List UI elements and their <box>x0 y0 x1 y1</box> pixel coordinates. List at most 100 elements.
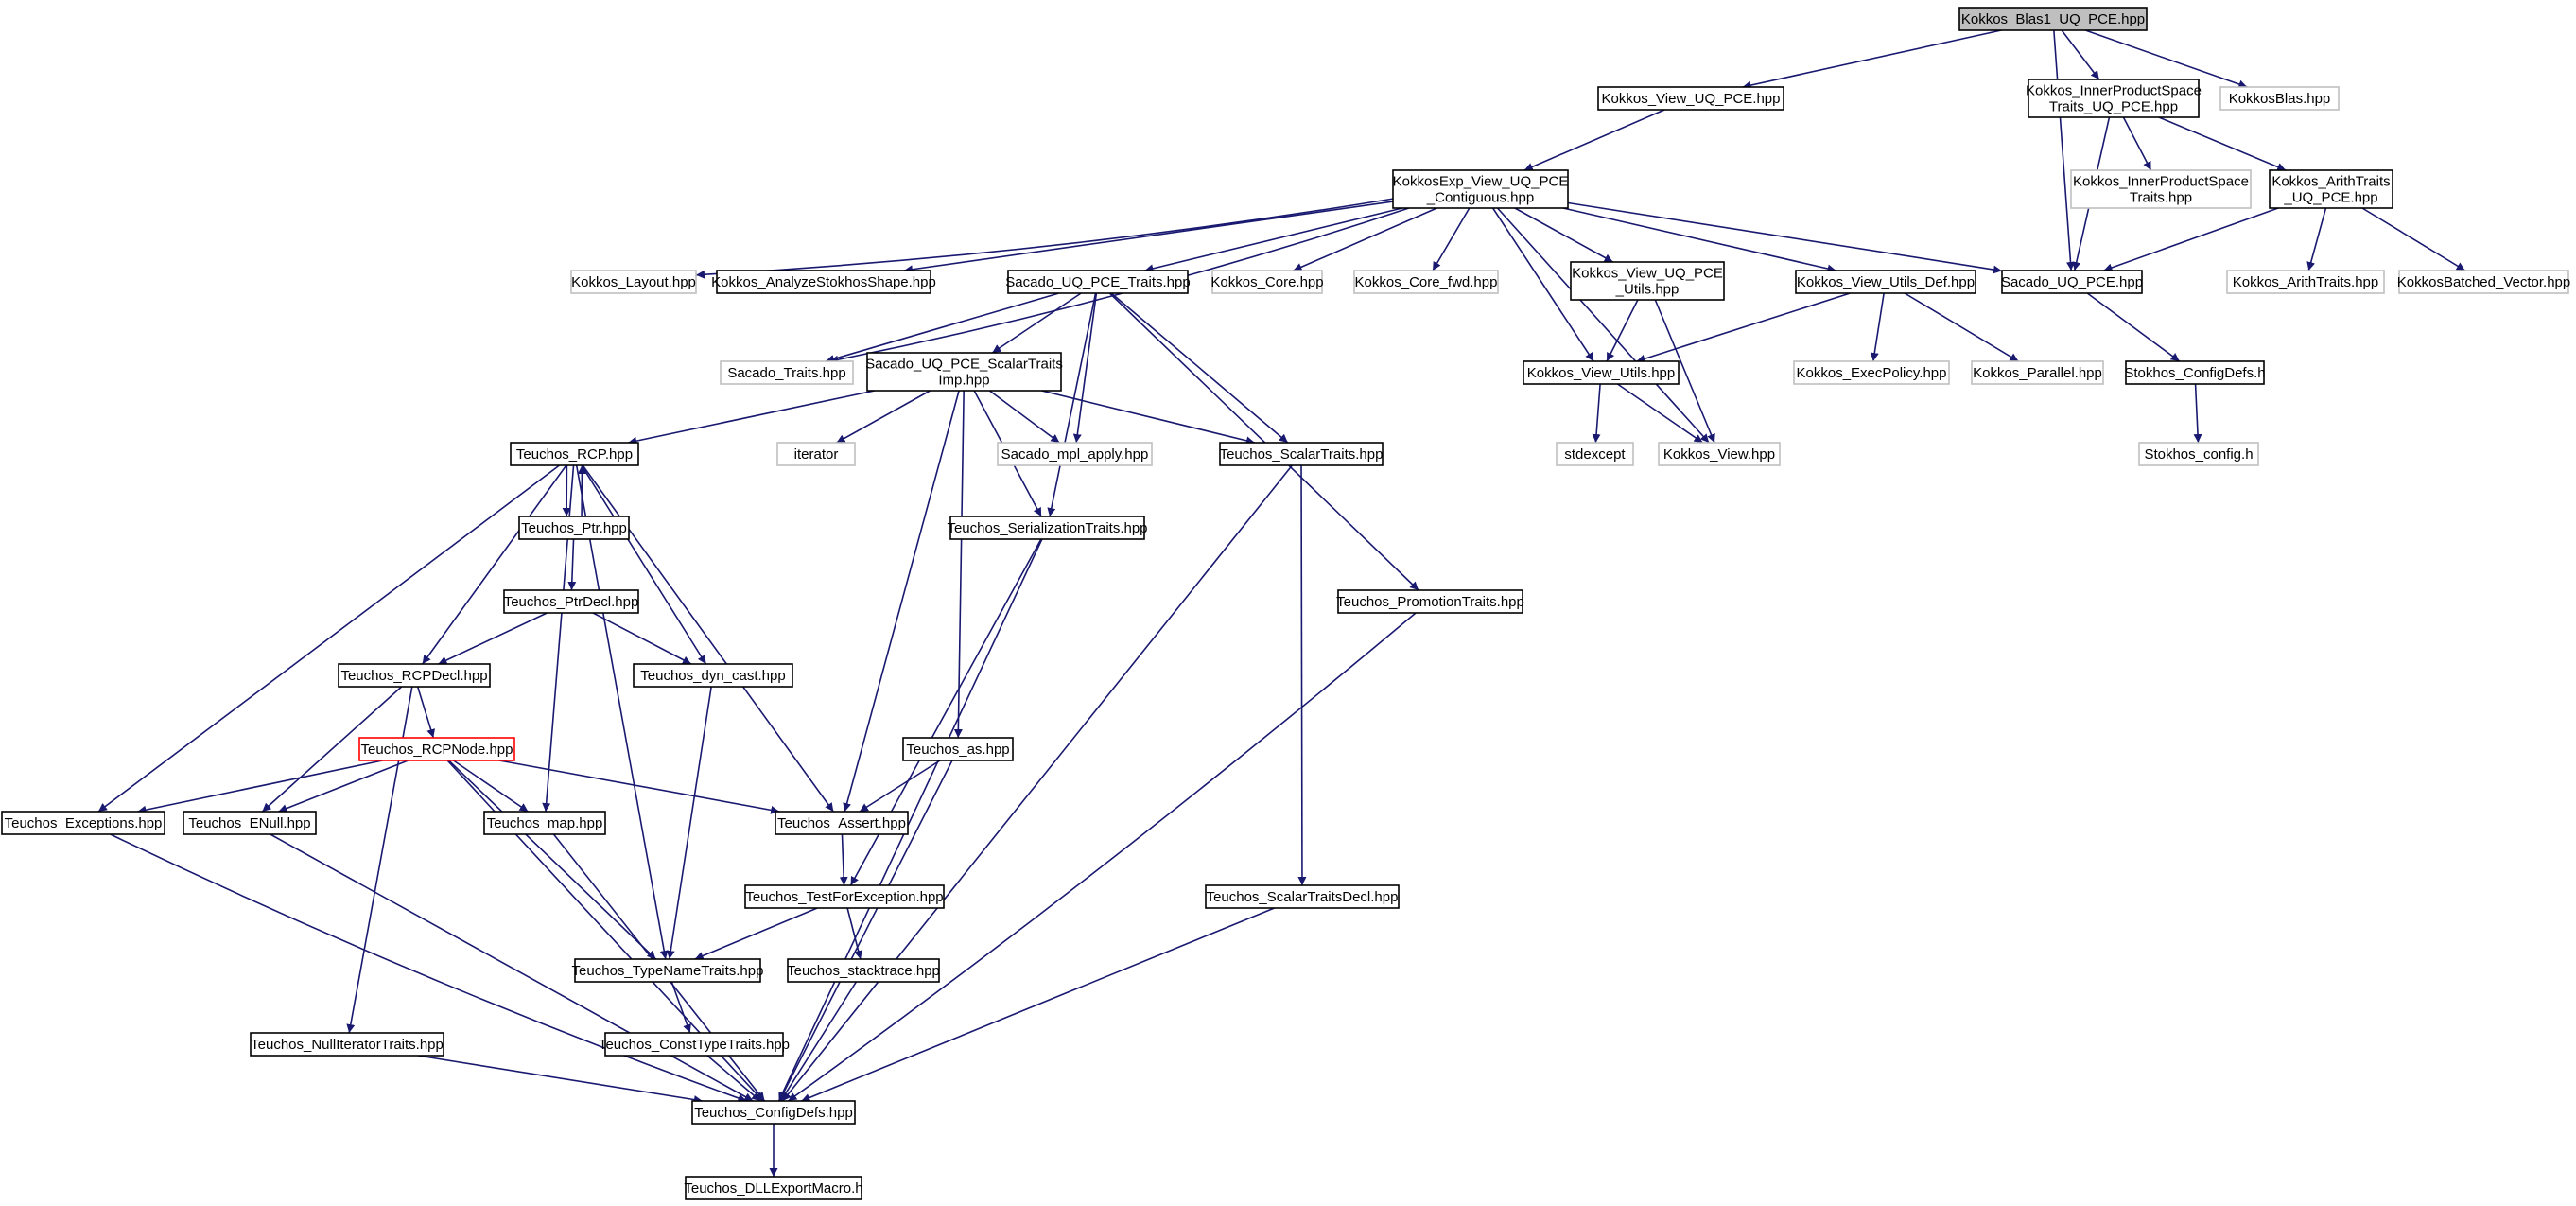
node-rcp[interactable]: Teuchos_RCP.hpp <box>510 442 639 466</box>
node-label: Teuchos_ConstTypeTraits.hpp <box>599 1037 790 1053</box>
node-label: Sacado_UQ_PCE.hpp <box>2001 274 2143 290</box>
node-exp_view[interactable]: KokkosExp_View_UQ_PCE_Contiguous.hpp <box>1392 169 1569 209</box>
node-box <box>1 811 165 835</box>
node-ttfe[interactable]: Teuchos_TestForException.hpp <box>744 884 945 909</box>
node-view_utils[interactable]: Kokkos_View_Utils.hpp <box>1523 360 1680 385</box>
node-label: Kokkos_AnalyzeStokhosShape.hpp <box>711 274 936 290</box>
node-label: Teuchos_Ptr.hpp <box>521 520 627 536</box>
edge-serial-to-tconfig <box>777 538 1043 1102</box>
node-tscalar[interactable]: Teuchos_ScalarTraits.hpp <box>1219 442 1384 466</box>
node-tstdecl[interactable]: Teuchos_ScalarTraitsDecl.hpp <box>1205 884 1400 909</box>
node-tenull[interactable]: Teuchos_ENull.hpp <box>183 811 317 835</box>
node-texcept[interactable]: Teuchos_Exceptions.hpp <box>1 811 165 835</box>
node-label: stdexcept <box>1564 446 1626 463</box>
node-layout[interactable]: Kokkos_Layout.hpp <box>570 270 697 294</box>
edge-exp_view-to-sac_traits <box>829 207 1410 364</box>
edge-rcp-to-rcpdecl <box>422 464 567 665</box>
edge-tconst-to-tconfig <box>706 1055 761 1102</box>
node-analyze[interactable]: Kokkos_AnalyzeStokhosShape.hpp <box>711 270 936 294</box>
node-exec[interactable]: Kokkos_ExecPolicy.hpp <box>1793 360 1950 385</box>
node-kview[interactable]: Kokkos_View.hpp <box>1658 442 1781 466</box>
edge-rcpnode-to-ttypename <box>447 760 657 960</box>
node-sac_uq[interactable]: Sacado_UQ_PCE.hpp <box>2001 270 2143 294</box>
edge-arith_uq-to-karith <box>2306 207 2327 271</box>
node-kbatched[interactable]: KokkosBatched_Vector.hpp <box>2397 270 2570 294</box>
node-box <box>1219 442 1384 466</box>
node-ipst[interactable]: Kokkos_InnerProductSpaceTraits_UQ_PCE.hp… <box>2026 79 2202 118</box>
node-label: Sacado_mpl_apply.hpp <box>1001 446 1149 463</box>
edge-vu_def-to-exec <box>1870 292 1885 362</box>
edge-sac_st_imp-to-tas <box>953 390 965 739</box>
node-parallel[interactable]: Kokkos_Parallel.hpp <box>1971 360 2104 385</box>
node-box <box>949 516 1145 540</box>
node-tas[interactable]: Teuchos_as.hpp <box>902 737 1014 761</box>
node-tdll[interactable]: Teuchos_DLLExportMacro.h <box>684 1176 863 1200</box>
node-ptrdecl[interactable]: Teuchos_PtrDecl.hpp <box>503 589 639 614</box>
edge-ipst-to-arith_uq <box>2158 116 2287 171</box>
node-box <box>633 663 793 688</box>
edge-sac_traits_uq-to-mpl <box>1072 292 1098 444</box>
node-label: Kokkos_View_Utils.hpp <box>1527 365 1675 381</box>
node-blas1[interactable]: Kokkos_Blas1_UQ_PCE.hpp <box>1958 7 2148 31</box>
edge-arith_uq-to-kbatched <box>2361 207 2466 271</box>
node-promo[interactable]: Teuchos_PromotionTraits.hpp <box>1336 589 1524 614</box>
node-arith_uq[interactable]: Kokkos_ArithTraits_UQ_PCE.hpp <box>2269 169 2393 209</box>
node-box <box>691 1100 856 1125</box>
edge-exp_view-to-vu_def <box>1562 207 1836 273</box>
node-tassert[interactable]: Teuchos_Assert.hpp <box>775 811 909 835</box>
edge-dyncast-to-ttypename <box>666 686 712 960</box>
edge-tas-to-tassert <box>859 760 941 813</box>
node-tstack[interactable]: Teuchos_stacktrace.hpp <box>787 958 940 983</box>
node-stok_defs[interactable]: Stokhos_ConfigDefs.h <box>2124 360 2266 385</box>
node-box <box>183 811 317 835</box>
node-label: Kokkos_View_Utils_Def.hpp <box>1797 274 1975 290</box>
edge-sac_traits_uq-to-tscalar <box>1110 292 1289 444</box>
node-tconfig[interactable]: Teuchos_ConfigDefs.hpp <box>691 1100 856 1125</box>
node-tnulliter[interactable]: Teuchos_NullIteratorTraits.hpp <box>250 1032 444 1057</box>
node-label: Teuchos_TestForException.hpp <box>745 889 943 905</box>
node-kcore_fwd[interactable]: Kokkos_Core_fwd.hpp <box>1353 270 1499 294</box>
node-karith[interactable]: Kokkos_ArithTraits.hpp <box>2226 270 2385 294</box>
node-box <box>358 737 515 761</box>
node-stok_config[interactable]: Stokhos_config.h <box>2138 442 2259 466</box>
edge-arith_uq-to-sac_uq <box>2103 207 2279 272</box>
node-kblas[interactable]: KokkosBlas.hpp <box>2219 86 2340 111</box>
node-label: Teuchos_NullIteratorTraits.hpp <box>251 1037 444 1053</box>
node-label: KokkosBlas.hpp <box>2229 91 2331 107</box>
edge-rcp-to-texcept <box>97 464 560 813</box>
node-label: Kokkos_View_UQ_PCE <box>1572 266 1723 282</box>
node-ptr[interactable]: Teuchos_Ptr.hpp <box>518 516 630 540</box>
edge-ttypename-to-tconst <box>670 981 691 1034</box>
node-box <box>2138 442 2259 466</box>
node-iterator[interactable]: iterator <box>776 442 856 466</box>
node-serial[interactable]: Teuchos_SerializationTraits.hpp <box>947 516 1148 540</box>
node-kcore[interactable]: Kokkos_Core.hpp <box>1210 270 1324 294</box>
node-tmap[interactable]: Teuchos_map.hpp <box>483 811 606 835</box>
node-vu_uq[interactable]: Kokkos_View_UQ_PCE_Utils.hpp <box>1570 261 1725 301</box>
node-label: Kokkos_InnerProductSpace <box>2026 83 2202 99</box>
node-label: Traits_UQ_PCE.hpp <box>2049 99 2178 115</box>
node-label: Kokkos_ExecPolicy.hpp <box>1797 365 1947 381</box>
node-vu_def[interactable]: Kokkos_View_Utils_Def.hpp <box>1795 270 1976 294</box>
edge-tenull-to-tconfig <box>270 833 754 1102</box>
node-mpl[interactable]: Sacado_mpl_apply.hpp <box>997 442 1153 466</box>
node-box <box>2125 360 2265 385</box>
node-dyncast[interactable]: Teuchos_dyn_cast.hpp <box>633 663 793 688</box>
node-stdexcept[interactable]: stdexcept <box>1556 442 1634 466</box>
node-ttypename[interactable]: Teuchos_TypeNameTraits.hpp <box>572 958 764 983</box>
node-label: Teuchos_dyn_cast.hpp <box>640 668 785 684</box>
node-label: Teuchos_ConfigDefs.hpp <box>694 1105 853 1121</box>
node-label: Sacado_UQ_PCE_ScalarTraits <box>865 357 1063 373</box>
node-sac_traits_uq[interactable]: Sacado_UQ_PCE_Traits.hpp <box>1005 270 1191 294</box>
node-box <box>250 1032 444 1057</box>
edge-exp_view-to-kcore_fwd <box>1432 207 1471 271</box>
node-sac_traits[interactable]: Sacado_Traits.hpp <box>720 360 854 385</box>
node-box <box>1795 270 1976 294</box>
edge-ptrdecl-to-rcpdecl <box>438 612 548 665</box>
node-rcpdecl[interactable]: Teuchos_RCPDecl.hpp <box>338 663 491 688</box>
node-tconst[interactable]: Teuchos_ConstTypeTraits.hpp <box>599 1032 790 1057</box>
node-rcpnode[interactable]: Teuchos_RCPNode.hpp <box>358 737 515 761</box>
node-view_uq[interactable]: Kokkos_View_UQ_PCE.hpp <box>1597 86 1784 111</box>
